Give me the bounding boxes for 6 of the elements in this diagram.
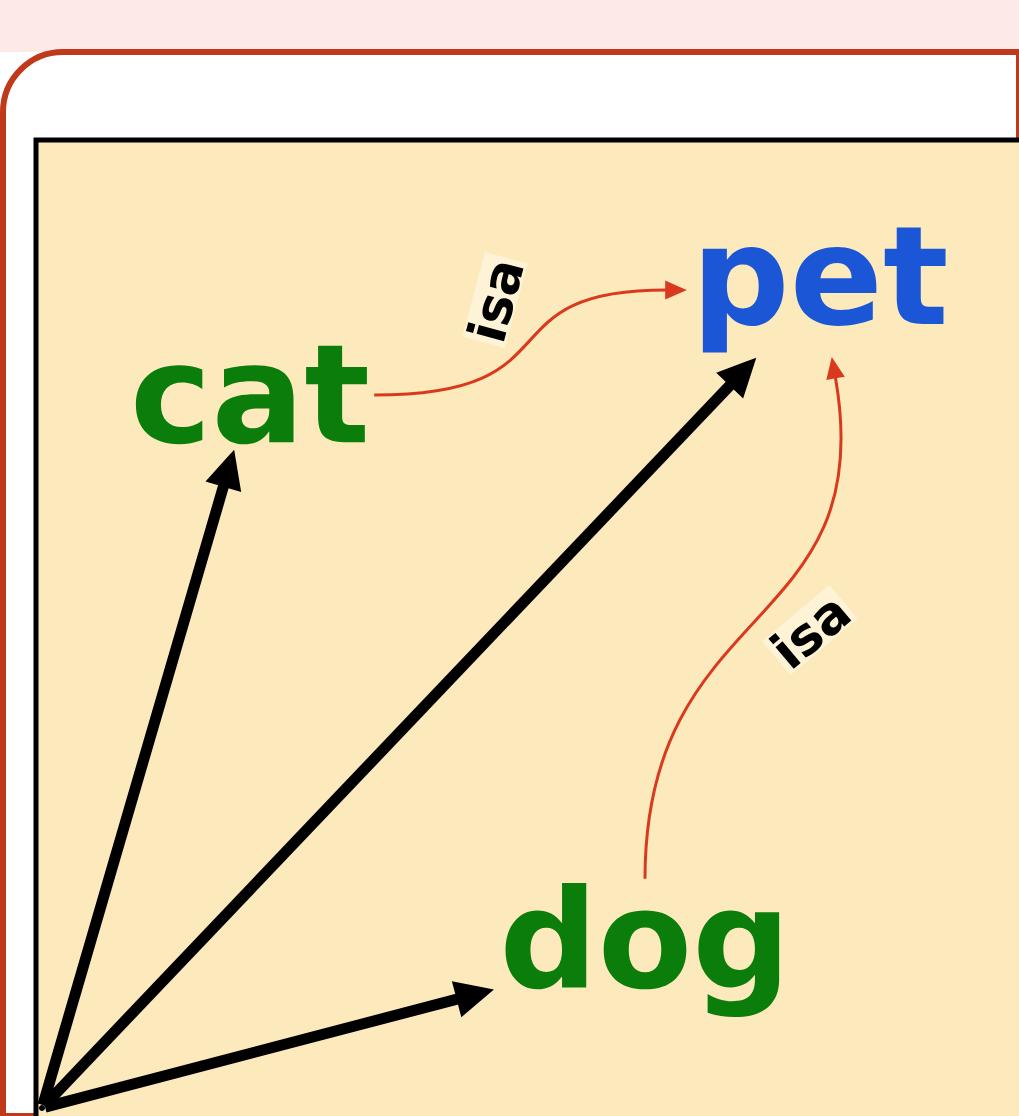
edge-label: isa	[762, 585, 858, 676]
word-label: cat	[135, 345, 367, 445]
origin-point	[39, 1105, 45, 1111]
edge-label: isa	[462, 252, 528, 348]
word-label: pet	[702, 227, 946, 353]
word-label: dog	[505, 882, 780, 1018]
